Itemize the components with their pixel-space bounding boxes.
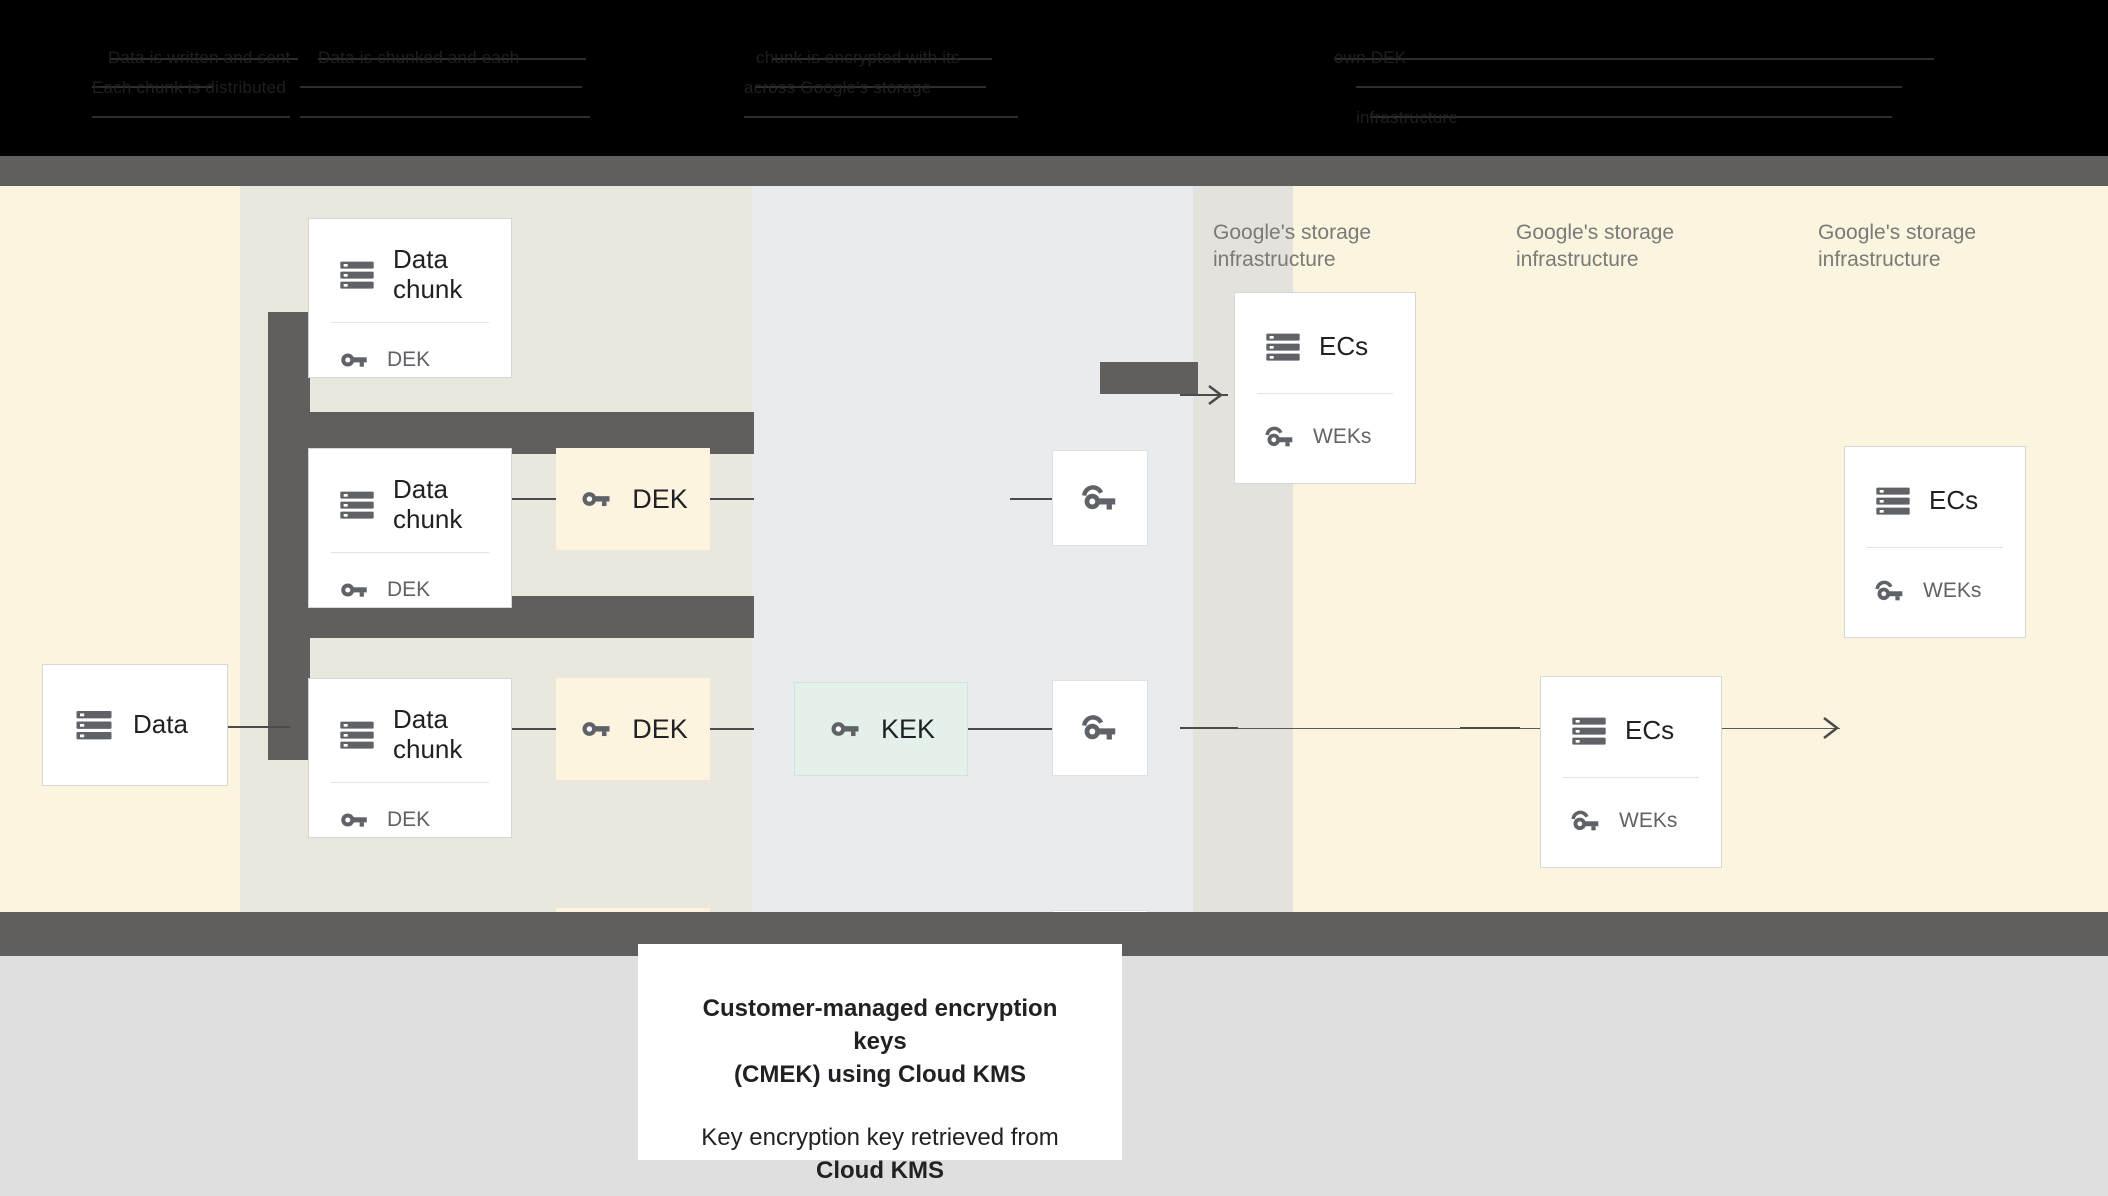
key-icon	[827, 711, 863, 747]
connector-wk-ecs-2-cap	[1180, 727, 1238, 729]
header-text-3: own DEK	[1334, 48, 1407, 67]
arrow-head-1	[1208, 384, 1224, 406]
connector-dek-band-2	[710, 728, 754, 730]
mask-bar-vertical	[268, 312, 310, 760]
ecs-card-2[interactable]: ECs WEKs	[1844, 446, 2026, 638]
wrapped-key-icon	[1079, 477, 1121, 519]
wrapped-key-icon	[1873, 574, 1907, 608]
storage-icon	[73, 704, 115, 746]
card-divider	[331, 552, 489, 554]
header-text-4: Each chunk is distributed	[92, 78, 286, 97]
data-chunk-key-label: DEK	[387, 348, 431, 372]
card-divider	[331, 322, 489, 324]
dek-box-1[interactable]: DEK	[556, 448, 710, 550]
wrapped-key-icon	[1263, 420, 1297, 454]
header-text-6: infrastructure	[1356, 108, 1459, 127]
mask-bar-row-1	[268, 412, 754, 454]
data-chunk-card-3[interactable]: Data chunk DEK	[308, 678, 512, 838]
ecs-card-3[interactable]: ECs WEKs	[1540, 676, 1722, 868]
wrapped-key-icon	[1569, 804, 1603, 838]
caption-title-line-2: (CMEK) using Cloud KMS	[734, 1061, 1026, 1089]
header-text-0: Data is written and sent	[108, 48, 291, 67]
wrapped-key-box-2[interactable]	[1052, 680, 1148, 776]
wrapped-key-box-1[interactable]	[1052, 450, 1148, 546]
connector-kek-wk-2	[968, 728, 1052, 730]
card-divider	[1563, 777, 1699, 778]
diagram-canvas: Data Data chunk	[0, 186, 2108, 1010]
data-source-label: Data	[133, 709, 188, 740]
caption-body-line-2: Cloud KMS	[816, 1157, 944, 1185]
header-text-1: Data is chunked and each	[318, 48, 520, 67]
key-icon	[578, 711, 614, 747]
dek-label: DEK	[632, 713, 688, 744]
data-chunk-card-1[interactable]: Data chunk DEK	[308, 218, 512, 378]
data-chunk-title: Data chunk	[393, 474, 463, 534]
caption-body-line-1: Key encryption key retrieved from	[701, 1124, 1059, 1152]
connector-band-wk-1	[1010, 498, 1052, 500]
weks-label: WEKs	[1313, 425, 1372, 448]
key-icon	[337, 343, 371, 377]
weks-label: WEKs	[1923, 579, 1982, 602]
column-heading-2: Google's storage infrastructure	[1516, 221, 1675, 271]
data-chunk-key-label: DEK	[387, 578, 431, 602]
caption-title-line-1: Customer-managed encryption keys	[702, 995, 1058, 1056]
data-chunk-key-label: DEK	[387, 808, 431, 832]
kek-box[interactable]: KEK	[794, 682, 968, 776]
kms-band-background	[752, 186, 1193, 912]
card-divider	[1867, 547, 2003, 548]
header-divider-bar	[0, 156, 2108, 186]
column-heading-3: Google's storage infrastructure	[1818, 221, 1977, 271]
header-text-5: across Google's storage	[744, 78, 932, 97]
column-heading-1: Google's storage infrastructure	[1213, 221, 1372, 271]
dek-label: DEK	[632, 483, 688, 514]
connector-data-to-chunks	[228, 726, 290, 728]
storage-icon	[1873, 481, 1913, 521]
ecs-card-1[interactable]: ECs WEKs	[1234, 292, 1416, 484]
card-divider	[331, 782, 489, 784]
wrapped-key-icon	[1079, 707, 1121, 749]
connector-chunk-dek-1	[512, 498, 556, 500]
ecs-title: ECs	[1625, 715, 1675, 746]
arrow-head-2	[1823, 716, 1840, 740]
storage-icon	[1263, 327, 1303, 367]
data-chunk-title: Data chunk	[393, 244, 463, 304]
key-icon	[337, 573, 371, 607]
data-chunk-card-2[interactable]: Data chunk DEK	[308, 448, 512, 608]
caption-card: Customer-managed encryption keys (CMEK) …	[638, 944, 1122, 1184]
weks-label: WEKs	[1619, 809, 1678, 832]
data-source-card[interactable]: Data	[42, 664, 228, 786]
connector-chunk-dek-2	[512, 728, 556, 730]
data-chunk-title: Data chunk	[393, 704, 463, 764]
key-icon	[578, 481, 614, 517]
storage-icon	[1569, 711, 1609, 751]
ecs-title: ECs	[1319, 331, 1369, 362]
mask-bar-arrow-1	[1100, 362, 1198, 394]
kek-label: KEK	[880, 713, 936, 744]
storage-icon	[337, 485, 377, 525]
key-icon	[337, 803, 371, 837]
card-divider	[1257, 393, 1393, 394]
ecs-title: ECs	[1929, 485, 1979, 516]
storage-icon	[337, 255, 377, 295]
connector-wk-ecs-2-mid	[1460, 727, 1520, 729]
header-bar: Data is written and sent Data is chunked…	[0, 0, 2108, 156]
dek-box-2[interactable]: DEK	[556, 678, 710, 780]
storage-icon	[337, 715, 377, 755]
header-text-2: chunk is encrypted with its	[756, 48, 960, 67]
connector-dek-band-1	[710, 498, 754, 500]
connector-wk-ecs-1	[1180, 394, 1228, 396]
